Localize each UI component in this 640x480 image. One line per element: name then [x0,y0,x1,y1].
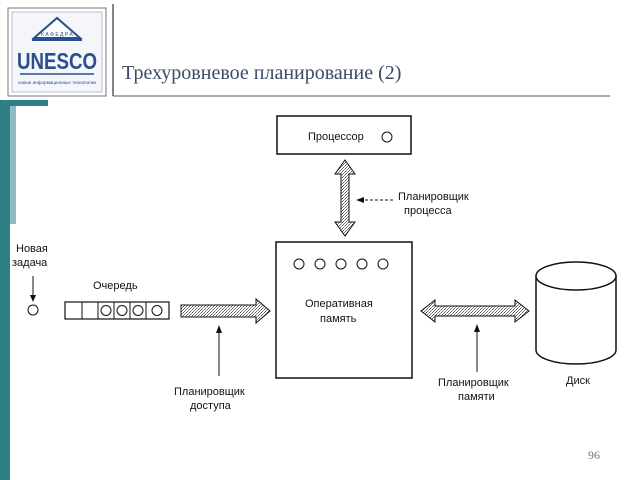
memory-disk-arrow [420,298,530,324]
new-task-node [27,304,39,316]
memory-slot-5 [377,258,389,270]
slide-title: Трехуровневое планирование (2) [122,62,402,84]
page-number: 96 [588,448,600,462]
diagram: Процессор Планировщик процесса Оперативн… [12,115,617,412]
queue-item-4 [151,305,163,316]
new-task-label-1: Новая [16,243,48,255]
memory-slot-3 [335,258,347,270]
queue-box [64,301,170,320]
process-scheduler-label-2: процесса [404,205,452,217]
queue-item-3 [132,305,144,316]
queue-label: Очередь [93,280,138,292]
logo-top-text: К А Ф Е Д Р А [41,32,73,38]
logo-bottom-text: новые информационные технологии [18,80,96,85]
memory-scheduler-label-2: памяти [458,391,495,403]
queue-memory-arrow [180,297,271,325]
processor-label: Процессор [308,131,364,143]
disk-label: Диск [566,375,590,387]
disk-cylinder [535,261,617,365]
new-task-label-2: задача [12,257,48,269]
queue-item-2 [116,305,128,316]
queue-item-1 [100,305,112,316]
memory-slot-1 [293,258,305,270]
memory-scheduler-label-1: Планировщик [438,377,509,389]
left-accent-decoration [0,100,48,480]
process-scheduler-label-1: Планировщик [398,191,469,203]
memory-slot-2 [314,258,326,270]
memory-label-2: память [320,313,357,325]
access-scheduler-label-1: Планировщик [174,386,245,398]
logo-main-text: UNESCO [17,48,97,74]
processor-indicator [381,131,393,143]
memory-slot-4 [356,258,368,270]
processor-memory-arrow [334,159,356,237]
unesco-logo: К А Ф Е Д Р А UNESCO новые информационны… [7,7,107,97]
memory-label-1: Оперативная [305,298,373,310]
access-scheduler-label-2: доступа [190,400,232,412]
